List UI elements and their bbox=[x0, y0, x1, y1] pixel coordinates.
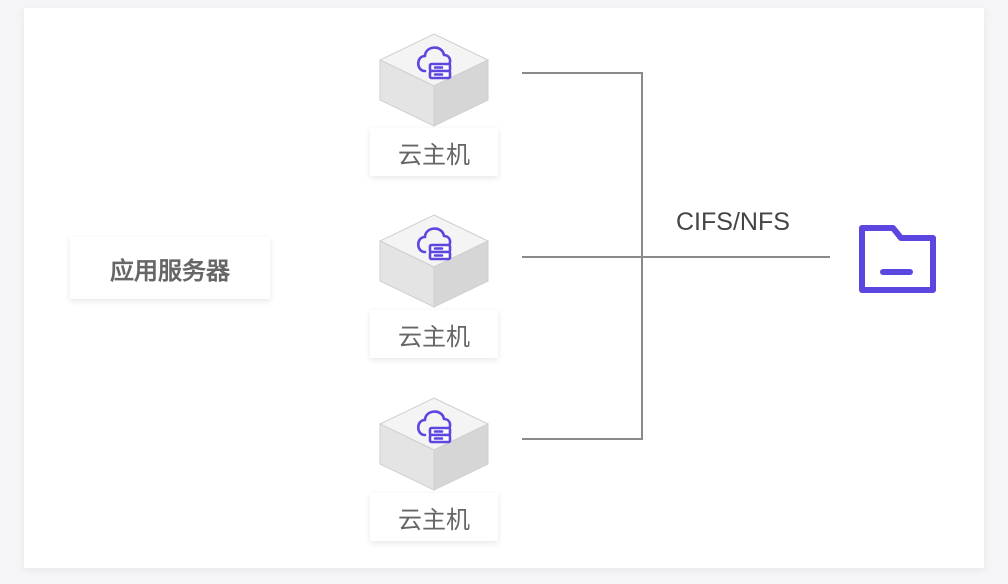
protocol-label: CIFS/NFS bbox=[676, 208, 790, 236]
cloud-server-icon bbox=[378, 213, 490, 309]
host-label-3: 云主机 bbox=[370, 493, 498, 541]
host-label-2: 云主机 bbox=[370, 310, 498, 358]
cloud-server-icon bbox=[378, 32, 490, 128]
host-label-1: 云主机 bbox=[370, 128, 498, 176]
cloud-server-icon bbox=[378, 396, 490, 492]
connector-lines bbox=[522, 72, 830, 440]
app-server-label: 应用服务器 bbox=[70, 237, 270, 299]
folder-icon bbox=[859, 225, 936, 293]
